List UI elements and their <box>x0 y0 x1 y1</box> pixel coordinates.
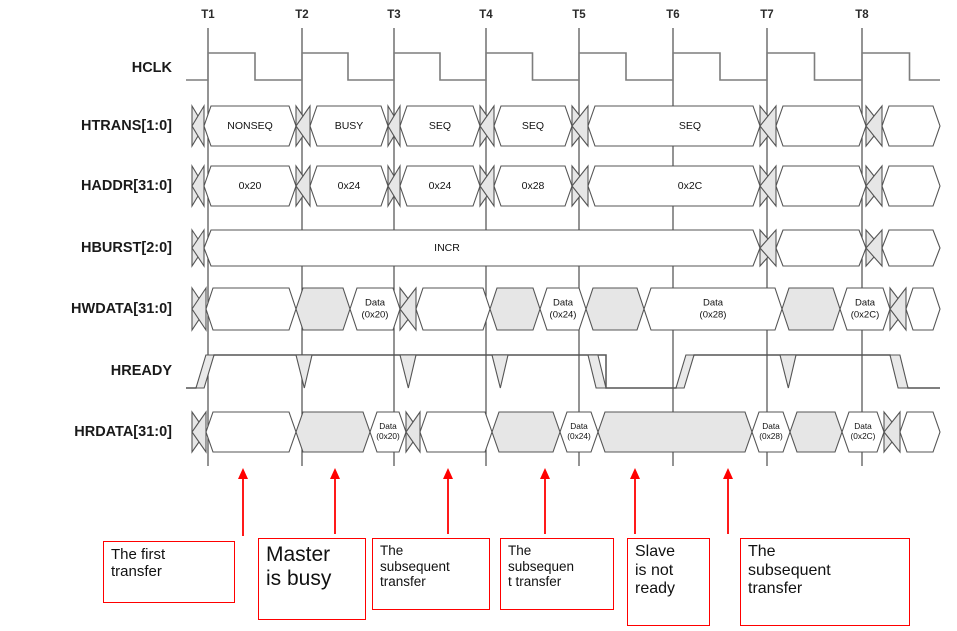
hready-edge-glitch <box>779 354 797 389</box>
bus-cell <box>905 287 941 331</box>
bus-cell-label: Data <box>365 298 386 309</box>
hready-edge-fall <box>889 354 909 389</box>
annotation-arrowhead-the-subsequent-2 <box>540 468 550 479</box>
bus-cell-label: (0x28) <box>759 431 783 441</box>
annotation-arrowhead-the-first-transfer <box>238 468 248 479</box>
bus-cell <box>295 411 371 453</box>
bus-cell <box>597 411 753 453</box>
bus-cell-label: NONSEQ <box>227 120 273 132</box>
waveform-haddr: 0x20 0x24 0x24 0x28 0x2C <box>191 164 941 208</box>
bus-cell-incr <box>203 229 761 267</box>
annotation-box-the-subsequent-3: The subsequent transfer <box>740 538 910 626</box>
bus-cell-label: 0x2C <box>678 180 703 192</box>
waveform-htrans: NONSEQ BUSY SEQ SEQ SEQ <box>191 104 941 148</box>
bus-cell <box>775 105 867 147</box>
bus-cell-label: INCR <box>434 242 460 254</box>
bus-cell <box>205 411 297 453</box>
bus-cell <box>295 287 351 331</box>
signal-label-hclk: HCLK <box>132 60 173 76</box>
bus-cell-label: 0x20 <box>239 180 262 192</box>
signal-label-hrdata: HRDATA[31:0] <box>74 424 172 440</box>
waveform-hready <box>186 354 940 389</box>
bus-cell-label: Data <box>854 421 872 431</box>
bus-cell <box>491 411 561 453</box>
bus-cell-label: Data <box>379 421 397 431</box>
bus-cell <box>585 287 645 331</box>
time-tick-label-t5: T5 <box>572 9 586 21</box>
signal-label-hwdata: HWDATA[31:0] <box>71 301 172 317</box>
bus-cell-label: (0x28) <box>700 310 727 321</box>
bus-cell <box>205 287 297 331</box>
annotation-arrowhead-the-subsequent-1 <box>443 468 453 479</box>
bus-cell-label: SEQ <box>429 120 451 132</box>
bus-cell-label: (0x20) <box>362 310 389 321</box>
annotation-arrowhead-slave-is-not-ready <box>630 468 640 479</box>
bus-cell <box>775 229 867 267</box>
bus-cell <box>415 287 491 331</box>
hready-edge-rise <box>675 354 695 389</box>
bus-cell-label: SEQ <box>522 120 544 132</box>
waveform-hclk <box>186 52 940 81</box>
hready-edge-glitch <box>399 354 417 389</box>
bus-cell <box>489 287 541 331</box>
time-tick-label-t2: T2 <box>295 9 308 21</box>
time-tick-label-t3: T3 <box>387 9 400 21</box>
bus-cell-label: (0x24) <box>550 310 577 321</box>
time-tick-label-t1: T1 <box>201 9 215 21</box>
bus-cell <box>881 229 941 267</box>
bus-cell-label: (0x2C) <box>851 431 876 441</box>
bus-cell-0x2c <box>587 165 761 207</box>
signal-label-hburst: HBURST[2:0] <box>81 240 172 256</box>
bus-cell-label: (0x2C) <box>851 310 880 321</box>
signal-label-hready: HREADY <box>111 363 173 379</box>
bus-cell-label: Data <box>703 298 724 309</box>
annotation-box-master-is-busy: Master is busy <box>258 538 366 620</box>
bus-cell-label: 0x24 <box>338 180 361 192</box>
bus-cell <box>789 411 843 453</box>
bus-cell-label: (0x20) <box>376 431 400 441</box>
time-tick-label-t4: T4 <box>479 9 493 21</box>
bus-cell-label: 0x24 <box>429 180 452 192</box>
bus-cell-label: Data <box>570 421 588 431</box>
bus-cell <box>881 165 941 207</box>
bus-cell-label: 0x28 <box>522 180 545 192</box>
signal-label-htrans: HTRANS[1:0] <box>81 118 172 134</box>
hready-edge-fall <box>587 354 607 389</box>
time-tick-label-t6: T6 <box>666 9 679 21</box>
bus-cell <box>899 411 941 453</box>
annotation-box-slave-is-not-ready: Slave is not ready <box>627 538 710 626</box>
bus-cell-label: SEQ <box>679 120 701 132</box>
waveform-hburst: INCR <box>191 228 941 268</box>
bus-cell-label: Data <box>762 421 780 431</box>
waveform-hwdata: Data(0x20)Data(0x24)Data(0x28)Data(0x2C) <box>191 286 941 332</box>
bus-cell-label: (0x24) <box>567 431 591 441</box>
bus-cell <box>781 287 841 331</box>
hready-edge-glitch <box>295 354 313 389</box>
time-tick-label-t8: T8 <box>855 9 869 21</box>
annotation-arrowhead-master-is-busy <box>330 468 340 479</box>
bus-cell <box>419 411 493 453</box>
annotation-box-the-subsequent-1: The subsequent transfer <box>372 538 490 610</box>
annotation-box-the-subsequent-2: The subsequen t transfer <box>500 538 614 610</box>
bus-cell-label: Data <box>855 298 876 309</box>
time-tick-label-t7: T7 <box>760 9 773 21</box>
bus-cell-label: BUSY <box>335 120 364 132</box>
annotation-box-the-first-transfer: The first transfer <box>103 541 235 603</box>
bus-cell-seq <box>587 105 761 147</box>
hready-edge-rise <box>195 354 215 389</box>
bus-cell <box>775 165 867 207</box>
bus-cell <box>881 105 941 147</box>
annotation-arrowhead-the-subsequent-3 <box>723 468 733 479</box>
waveform-hrdata: Data(0x20)Data(0x24)Data(0x28)Data(0x2C) <box>191 410 941 454</box>
signal-label-haddr: HADDR[31:0] <box>81 178 172 194</box>
hready-edge-glitch <box>491 354 509 389</box>
bus-cell-label: Data <box>553 298 574 309</box>
